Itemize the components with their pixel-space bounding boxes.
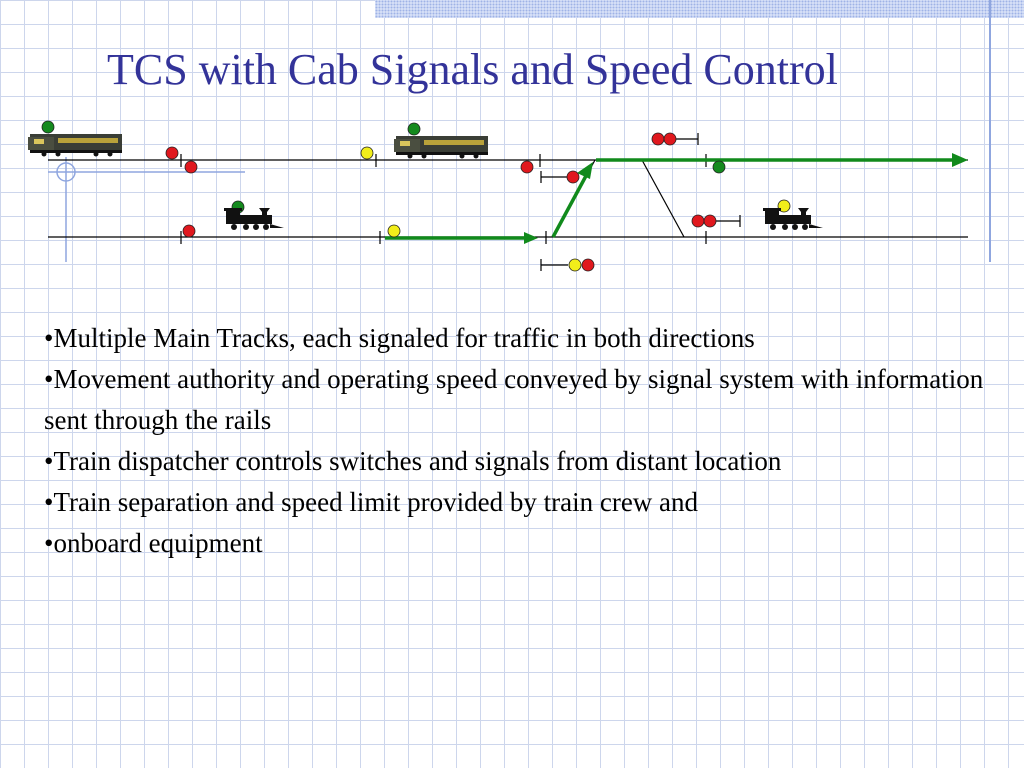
signal-red: [663, 132, 677, 146]
bullet-item: •Train separation and speed limit provid…: [44, 487, 699, 517]
signal-red: [651, 132, 665, 146]
signal-red: [581, 258, 595, 272]
bullet-item: •onboard equipment: [44, 528, 263, 558]
insulated-joints: [180, 154, 707, 244]
signal-red: [703, 214, 717, 228]
decorative-crosshair: [48, 157, 245, 262]
signal-red: [41, 120, 55, 134]
signal-red: [182, 224, 196, 238]
bullet-item: •Movement authority and operating speed …: [44, 364, 984, 435]
bullet-item: •Train dispatcher controls switches and …: [44, 446, 782, 476]
signal-green: [407, 122, 421, 136]
signal-red: [165, 146, 179, 160]
diesel-locomotive-icon: [394, 136, 488, 159]
steam-locomotive-icon: [224, 208, 284, 230]
lined-route: [385, 153, 968, 244]
bullet-list: •Multiple Main Tracks, each signaled for…: [44, 318, 1009, 564]
slide-title: TCS with Cab Signals and Speed Control: [107, 45, 838, 94]
signal-red: [520, 160, 534, 174]
signal-yellow: [568, 258, 582, 272]
signal-yellow: [360, 146, 374, 160]
signal-red: [184, 160, 198, 174]
bullet-item: •Multiple Main Tracks, each signaled for…: [44, 323, 755, 353]
track-diagram: [28, 120, 968, 272]
top-decorative-band: [375, 0, 1024, 18]
signal-masts: [540, 133, 741, 271]
diesel-locomotive-icon: [28, 134, 122, 157]
signal-green: [712, 160, 726, 174]
crossover-track-right: [641, 159, 685, 238]
signal-yellow: [387, 224, 401, 238]
signal-red: [691, 214, 705, 228]
signal-red: [566, 170, 580, 184]
steam-locomotive-icon: [763, 208, 823, 230]
right-decorative-rule: [989, 0, 991, 262]
